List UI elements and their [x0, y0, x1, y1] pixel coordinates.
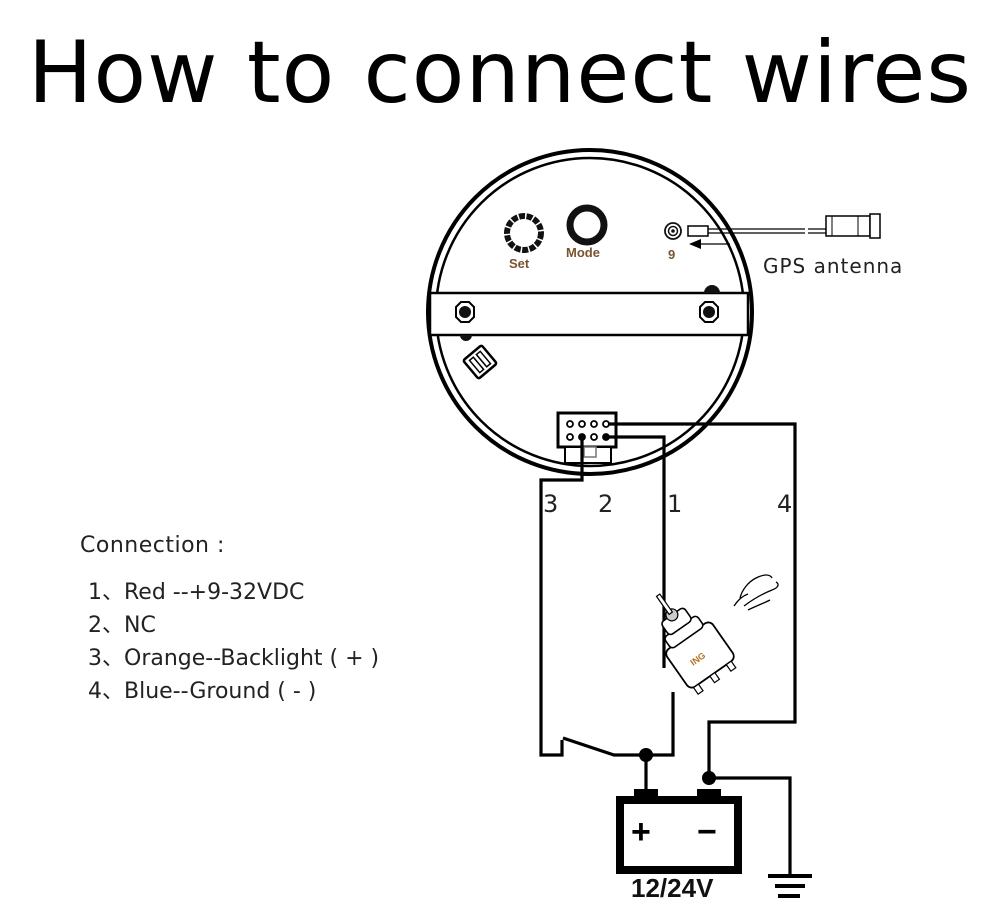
gps-antenna-label: GPS antenna	[763, 254, 903, 278]
mode-button-icon	[566, 204, 608, 246]
set-label: Set	[509, 256, 530, 271]
legend-item: 3、Orange--Backlight ( + )	[88, 646, 380, 671]
mounting-bracket	[428, 291, 750, 337]
legend-item: 1、Red --+9-32VDC	[88, 580, 305, 605]
legend-item: 4、Blue--Ground ( - )	[88, 679, 317, 704]
wire-3	[539, 437, 584, 757]
battery-icon: + −	[616, 789, 742, 874]
hand-icon	[733, 574, 779, 611]
knob-icon	[704, 285, 720, 293]
legend-heading: Connection :	[80, 533, 225, 558]
ground-icon	[768, 874, 812, 898]
switch-blade	[562, 736, 646, 757]
wire-label-1: 1	[667, 490, 682, 518]
battery-positive-symbol: +	[631, 813, 651, 851]
gps-antenna: GPS antenna	[687, 213, 903, 278]
bracket-nut-left-icon	[455, 301, 475, 323]
wire-label-2: 2	[598, 490, 613, 518]
main-connector	[556, 411, 618, 464]
legend-item: 2、NC	[88, 613, 156, 638]
set-button-icon	[504, 213, 544, 253]
knob-lower-icon	[460, 335, 472, 341]
wire-ground	[709, 776, 792, 875]
aux-connector-icon	[462, 344, 498, 380]
wire-1-lower	[646, 692, 675, 757]
wire-4	[609, 422, 797, 776]
gauge-back: Set Mode 9	[426, 148, 754, 476]
wires	[539, 422, 797, 875]
wire-1	[609, 435, 666, 668]
wire-label-3: 3	[543, 490, 558, 518]
legend-list: 1、Red --+9-32VDC 2、NC 3、Orange--Backligh…	[80, 576, 379, 708]
bracket-nut-right-icon	[699, 301, 719, 323]
antenna-port-icon	[664, 222, 682, 240]
connection-legend: Connection : 1、Red --+9-32VDC 2、NC 3、Ora…	[80, 533, 379, 708]
ignition-switch-icon: ING	[655, 593, 737, 695]
antenna-connector-icon	[825, 213, 881, 239]
battery-negative-symbol: −	[697, 813, 717, 851]
port-label: 9	[668, 247, 675, 262]
mode-label: Mode	[566, 245, 600, 260]
wire-label-4: 4	[777, 490, 792, 518]
gauge-outer-ring	[426, 148, 754, 476]
battery-voltage-label: 12/24V	[631, 873, 714, 903]
arrow-left-icon	[689, 239, 730, 249]
junction-negative	[702, 771, 716, 785]
page-title: How to connect wires	[27, 23, 973, 123]
junction-positive	[639, 748, 653, 762]
antenna-plug	[687, 225, 709, 237]
